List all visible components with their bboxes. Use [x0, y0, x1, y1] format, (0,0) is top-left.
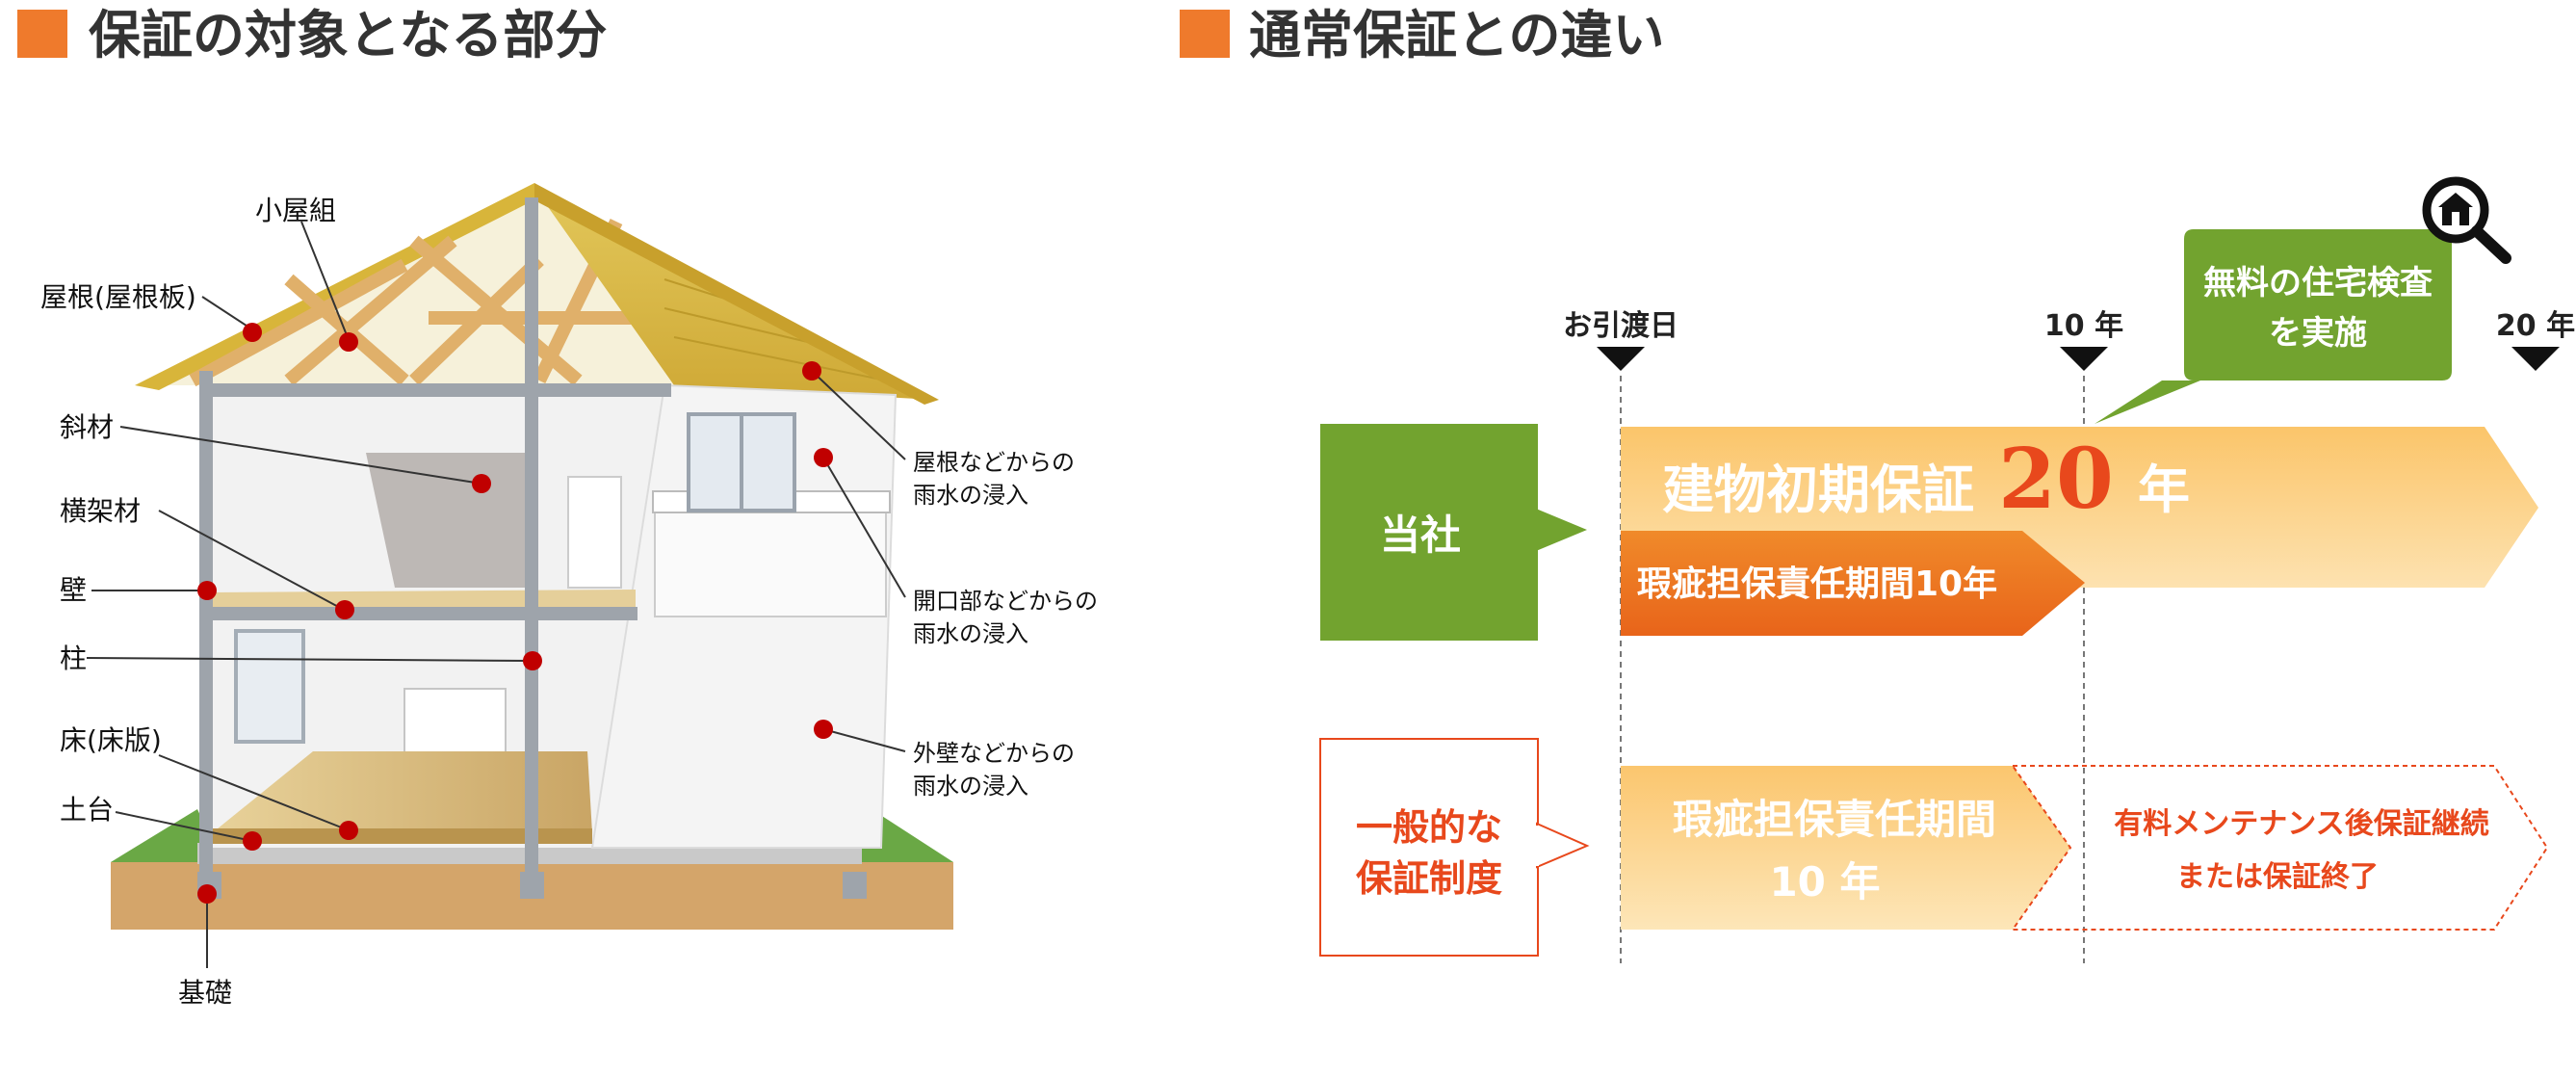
label-kabe: 壁	[60, 574, 87, 606]
marker-kiso	[197, 884, 217, 904]
tick-arrow-year10	[2060, 347, 2108, 371]
general-label-2: 保証制度	[1356, 857, 1502, 900]
label-roof-leak-1: 屋根などからの	[913, 449, 1075, 476]
house-illustration	[111, 183, 953, 930]
ours-main-prefix: 建物初期保証	[1662, 459, 1974, 520]
label-wall-leak-2: 雨水の浸入	[913, 773, 1028, 800]
roof-right	[534, 188, 934, 400]
ours-sub-text: 瑕疵担保責任期間10年	[1637, 564, 1997, 604]
lower-window	[234, 629, 305, 744]
label-koyagumi: 小屋組	[255, 195, 336, 226]
heading-square-left	[17, 10, 67, 58]
house-magnifier-icon	[2422, 176, 2511, 264]
general-period-2: 10 年	[1769, 858, 1880, 905]
label-yuka: 床(床版)	[60, 724, 162, 756]
tick-arrow-handover	[1597, 347, 1645, 371]
general-after-2: または保証終了	[2176, 860, 2379, 894]
interior-shadow-wall	[366, 453, 530, 588]
general-period-1: 瑕疵担保責任期間	[1673, 796, 1996, 843]
tick-year10: 10 年	[2044, 309, 2123, 343]
label-roof-leak-2: 雨水の浸入	[913, 482, 1028, 509]
tick-handover: お引渡日	[1563, 309, 1678, 343]
label-yane: 屋根(屋根板)	[40, 281, 196, 313]
inspection-line1: 無料の住宅検査	[2203, 264, 2433, 302]
first-floor	[212, 751, 592, 833]
tick-arrow-year20	[2511, 347, 2560, 371]
left-heading: 保証の対象となる部分	[89, 5, 607, 66]
label-opening-leak-2: 雨水の浸入	[913, 620, 1028, 647]
roof-trusses	[189, 218, 664, 387]
right-heading: 通常保証との違い	[1249, 5, 1664, 66]
general-period-arrow	[1621, 766, 2070, 930]
general-after-arrow	[2011, 765, 2549, 931]
marker-shazai	[472, 474, 491, 493]
label-wall-leak-1: 外壁などからの	[913, 740, 1075, 767]
marker-yuka	[339, 821, 358, 840]
label-shazai: 斜材	[60, 411, 114, 443]
timeline: お引渡日 10 年 20 年	[1563, 309, 2575, 963]
balcony	[654, 510, 887, 617]
ours-label: 当社	[1380, 512, 1461, 559]
label-kiso: 基礎	[178, 977, 232, 1009]
ours-main-number: 20	[1998, 431, 2114, 528]
tick-year20: 20 年	[2496, 309, 2575, 343]
marker-yokokazai	[335, 600, 354, 619]
marker-dodai	[243, 831, 262, 851]
leader-lines	[86, 221, 906, 968]
general-after-1: 有料メンテナンス後保証継続	[2114, 807, 2488, 841]
ours-label-box	[1320, 424, 1538, 641]
general-label-pointer	[1536, 822, 1590, 869]
marker-hashira	[523, 651, 542, 670]
sill-beam	[207, 828, 592, 844]
marker-opening-leak	[814, 448, 833, 467]
label-opening-leak-1: 開口部などからの	[913, 588, 1098, 615]
interior-door	[567, 476, 622, 589]
ours-label-pointer	[1536, 509, 1587, 551]
marker-koyagumi	[339, 332, 358, 352]
marker-wall-leak	[814, 720, 833, 739]
markers	[197, 323, 833, 904]
inspection-bubble: 無料の住宅検査 を実施	[2095, 229, 2452, 424]
label-hashira: 柱	[60, 643, 87, 674]
roof-left-edge	[135, 183, 539, 390]
general-label-1: 一般的な	[1356, 806, 1502, 849]
ours-sub-arrow	[1621, 531, 2085, 636]
marker-roof-leak	[802, 361, 821, 381]
grass-left	[111, 809, 221, 862]
structural-frame	[197, 197, 867, 899]
ours-main-suffix: 年	[2138, 459, 2190, 520]
kitchen-counter	[403, 688, 507, 757]
heading-square-right	[1180, 10, 1230, 58]
marker-kabe	[197, 581, 217, 600]
label-dodai: 土台	[60, 794, 114, 826]
marker-yane	[243, 323, 262, 342]
ours-main-title: 建物初期保証 20 年	[1662, 431, 2190, 528]
label-yokokazai: 横架材	[60, 495, 141, 527]
inspection-line2: を実施	[2269, 314, 2367, 353]
roof-right-edge	[534, 183, 939, 405]
